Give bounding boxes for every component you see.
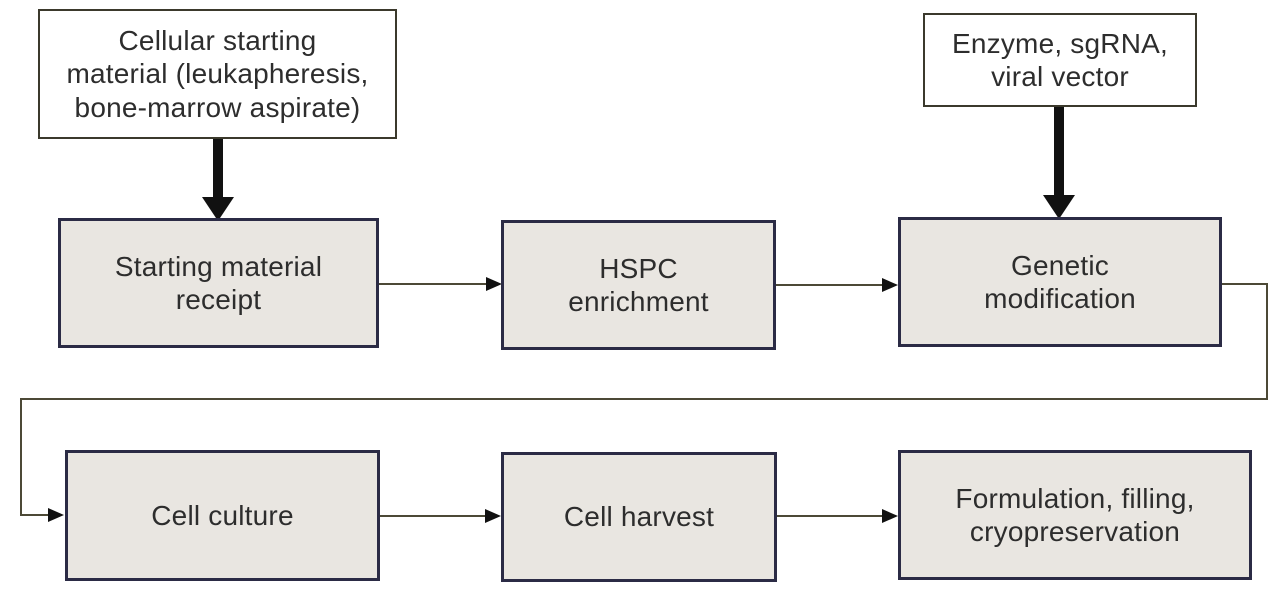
arrow-receipt-to-enrichment (379, 277, 502, 291)
thick-arrow-cellular-to-receipt (202, 139, 234, 221)
process-box-cell-culture: Cell culture (65, 450, 380, 581)
input-label-cellular-starting-material: Cellular starting material (leukapheresi… (66, 25, 369, 123)
arrow-harvest-to-formulation (777, 509, 898, 523)
process-label-starting-material-receipt: Starting material receipt (114, 250, 323, 315)
arrow-culture-to-harvest (380, 509, 501, 523)
input-box-cellular-starting-material: Cellular starting material (leukapheresi… (38, 9, 397, 139)
process-box-formulation-filling-cryopreservation: Formulation, filling, cryopreservation (898, 450, 1252, 580)
process-label-cell-harvest: Cell harvest (563, 501, 715, 533)
process-label-cell-culture: Cell culture (151, 499, 294, 531)
input-label-enzyme-sgrna-viral-vector: Enzyme, sgRNA, viral vector (952, 27, 1168, 92)
process-label-genetic-modification: Genetic modification (984, 249, 1136, 314)
process-box-cell-harvest: Cell harvest (501, 452, 777, 582)
thick-arrow-enzyme-to-modification (1043, 107, 1075, 219)
arrow-modification-to-culture-wraparound (20, 283, 1268, 522)
process-box-hspc-enrichment: HSPC enrichment (501, 220, 776, 350)
process-box-genetic-modification: Genetic modification (898, 217, 1222, 347)
arrow-enrichment-to-modification (776, 278, 898, 292)
process-label-formulation-filling-cryopreservation: Formulation, filling, cryopreservation (955, 482, 1195, 547)
process-label-hspc-enrichment: HSPC enrichment (568, 252, 709, 317)
process-box-starting-material-receipt: Starting material receipt (58, 218, 379, 348)
input-box-enzyme-sgrna-viral-vector: Enzyme, sgRNA, viral vector (923, 13, 1197, 107)
